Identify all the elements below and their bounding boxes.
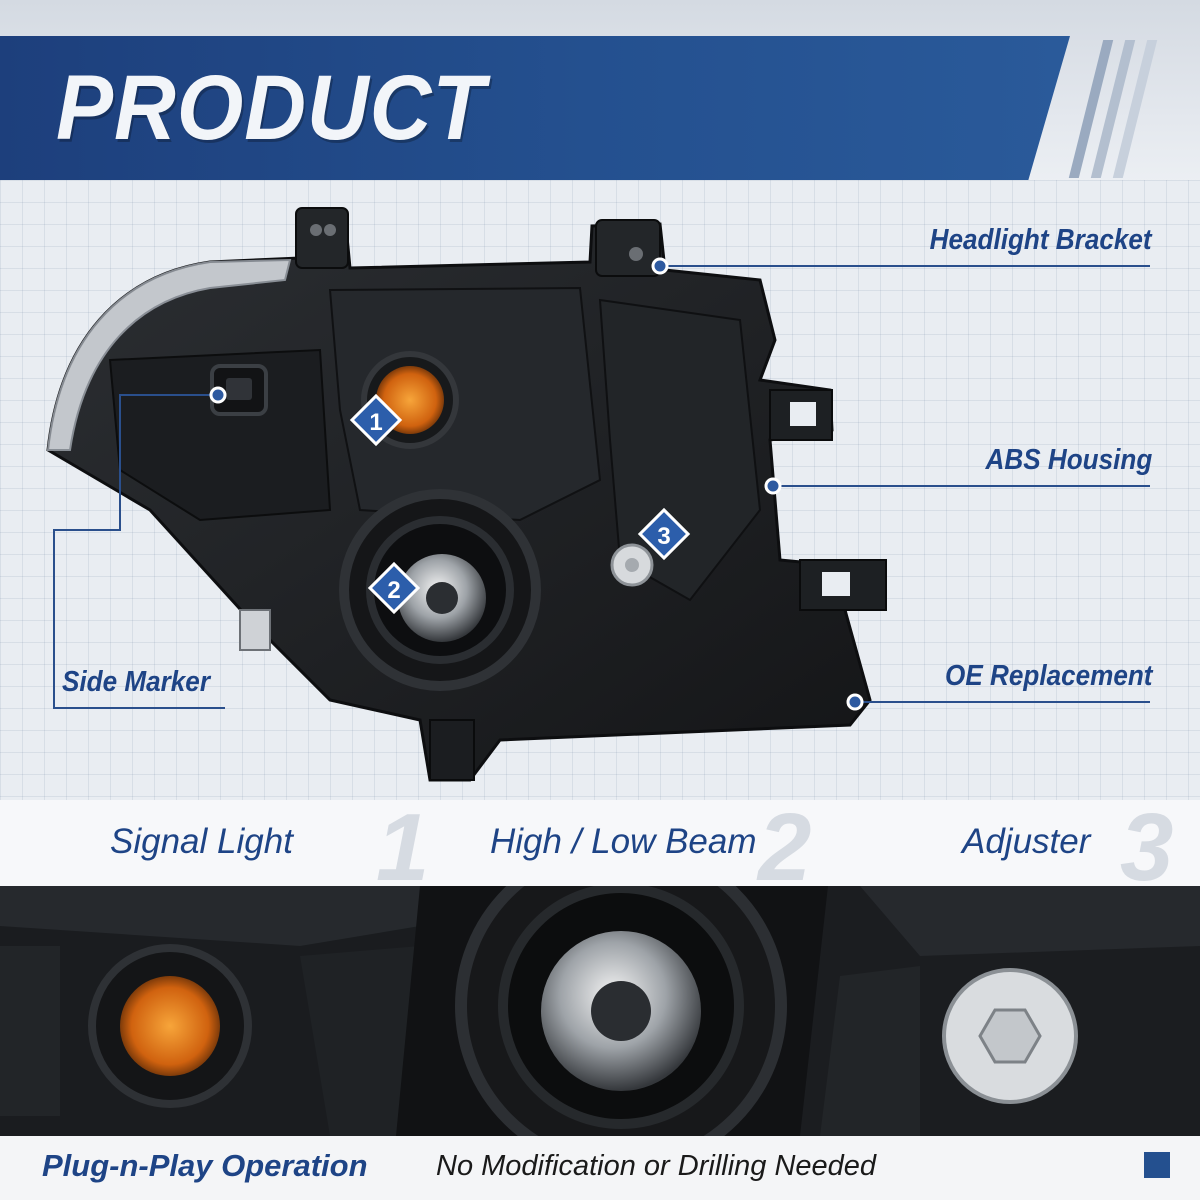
marker-1-label: 1 — [369, 409, 382, 436]
feature-number-2: 2 — [758, 794, 812, 901]
footer-accent-square — [1144, 1152, 1170, 1178]
detail-photo-row — [0, 886, 1200, 1136]
feature-strip — [0, 800, 1200, 886]
feature-title-adjuster: Adjuster — [962, 822, 1091, 861]
callout-abs-housing: ABS Housing — [985, 444, 1152, 476]
headlight-rear-illustration: 1 2 3 — [46, 207, 1150, 782]
callout-oe-replacement: OE Replacement — [944, 660, 1152, 692]
marker-1 — [349, 393, 403, 447]
title-banner — [0, 36, 1070, 184]
feature-number-1: 1 — [376, 794, 430, 901]
footer-title: Plug-n-Play Operation — [42, 1148, 368, 1183]
marker-2 — [367, 561, 421, 615]
page-title: PRODUCT STRUCTURE — [56, 57, 591, 299]
footer-subtitle: No Modification or Drilling Needed — [436, 1150, 877, 1182]
callout-headlight-bracket: Headlight Bracket — [930, 224, 1152, 256]
detail-photo-adjuster — [800, 886, 1200, 1136]
marker-3-label: 3 — [657, 523, 670, 550]
marker-2-label: 2 — [387, 577, 400, 604]
footer-bar — [0, 1136, 1200, 1200]
detail-photo-high-low-beam — [396, 886, 836, 1136]
feature-title-signal-light: Signal Light — [110, 822, 293, 861]
marker-3 — [637, 507, 691, 561]
detail-photo-signal-light — [0, 886, 420, 1136]
feature-title-beam: High / Low Beam — [490, 822, 757, 861]
callout-lines — [53, 257, 1150, 711]
feature-number-3: 3 — [1120, 794, 1174, 901]
callout-side-marker: Side Marker — [62, 666, 210, 698]
